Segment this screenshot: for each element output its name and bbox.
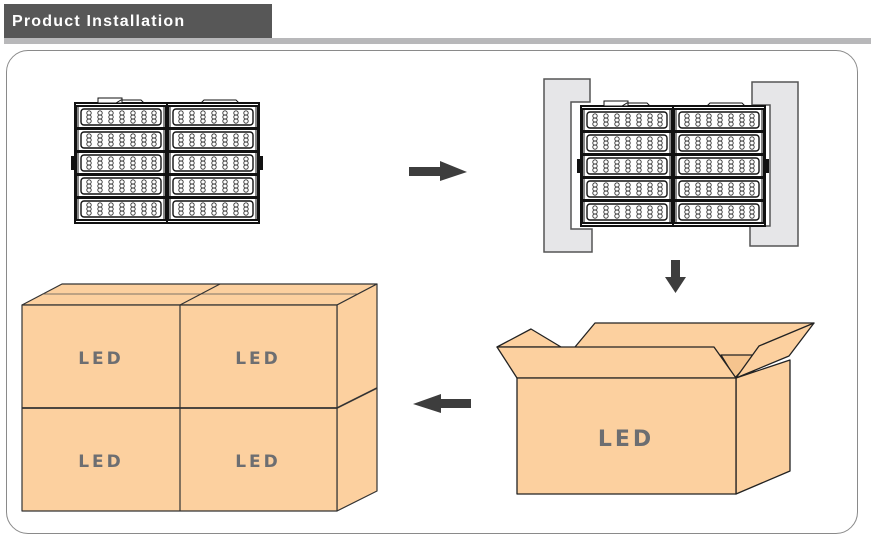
section-header: Product Installation <box>4 4 272 38</box>
section-title: Product Installation <box>12 13 186 30</box>
arrow-down-icon <box>665 260 686 293</box>
carton-label-top-left: LED <box>78 349 124 369</box>
arrow-left-icon <box>413 394 471 413</box>
carton-label: LED <box>598 427 654 452</box>
led-fixture-drawing <box>71 98 263 223</box>
carton-label-bottom-left: LED <box>78 452 124 472</box>
fixture-with-brackets-drawing <box>543 78 799 253</box>
open-carton-drawing: LED <box>496 322 815 495</box>
header-rule <box>4 38 871 44</box>
carton-label-bottom-right: LED <box>235 452 281 472</box>
left-bracket <box>543 78 593 253</box>
arrow-right-icon <box>409 161 467 181</box>
carton-label-top-right: LED <box>235 349 281 369</box>
stacked-cartons-drawing: LED LED LED LED <box>21 283 378 512</box>
content-frame <box>6 50 858 534</box>
